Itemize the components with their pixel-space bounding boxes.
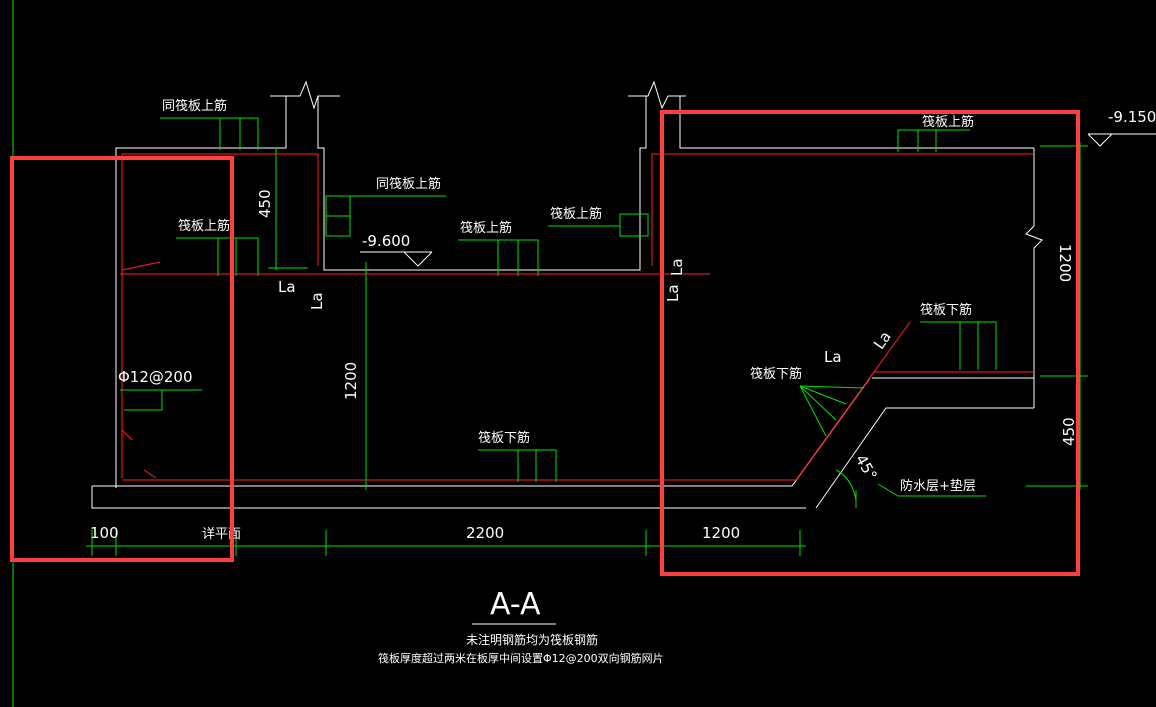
label-top-left-tong: 同筏板上筋	[162, 98, 227, 114]
dim-bottom-100: 100	[90, 524, 119, 542]
dim-left-450: 450	[256, 189, 274, 218]
label-right-bottom-bar-b: 筏板下筋	[750, 366, 802, 382]
dim-right-1200: 1200	[1056, 244, 1074, 282]
label-waterproof: 防水层+垫层	[900, 478, 976, 494]
label-top-mid-tong: 同筏板上筋	[376, 176, 441, 192]
highlight-box-right	[660, 110, 1080, 576]
label-mid-bottom-bar: 筏板下筋	[478, 430, 530, 446]
highlight-box-left	[10, 156, 234, 562]
label-la-mid-h: La	[668, 258, 686, 276]
label-la-left-h: La	[278, 278, 296, 296]
label-mid-top-bar-b: 筏板上筋	[550, 206, 602, 222]
label-left-top-bar: 筏板上筋	[178, 218, 230, 234]
note-line-1: 未注明钢筋均为筏板钢筋	[466, 632, 598, 647]
label-la-right-h: La	[824, 348, 842, 366]
concrete-outline	[91, 80, 1043, 509]
dim-bottom-detail: 详平面	[202, 527, 241, 542]
elevation-slab-top: -9.150	[1108, 108, 1156, 126]
label-side-bar: Φ12@200	[118, 368, 193, 386]
note-line-2: 筏板厚度超过两米在板厚中间设置Φ12@200双向钢筋网片	[378, 651, 664, 665]
label-angle: 45°	[852, 451, 881, 483]
label-la-left-v: La	[308, 292, 326, 310]
label-right-bottom-bar-a: 筏板下筋	[920, 302, 972, 318]
label-la-mid-v: La	[664, 284, 682, 302]
label-right-top-bar: 筏板上筋	[922, 114, 974, 130]
dim-mid-1200: 1200	[342, 362, 360, 400]
label-mid-top-bar-a: 筏板上筋	[460, 220, 512, 236]
dim-right-450: 450	[1060, 417, 1078, 446]
elevation-pit-bottom: -9.600	[362, 232, 410, 250]
dim-bottom-2200: 2200	[466, 524, 504, 542]
annotation-lines	[86, 117, 1156, 556]
dim-bottom-1200: 1200	[702, 524, 740, 542]
section-title: A-A	[490, 587, 541, 622]
